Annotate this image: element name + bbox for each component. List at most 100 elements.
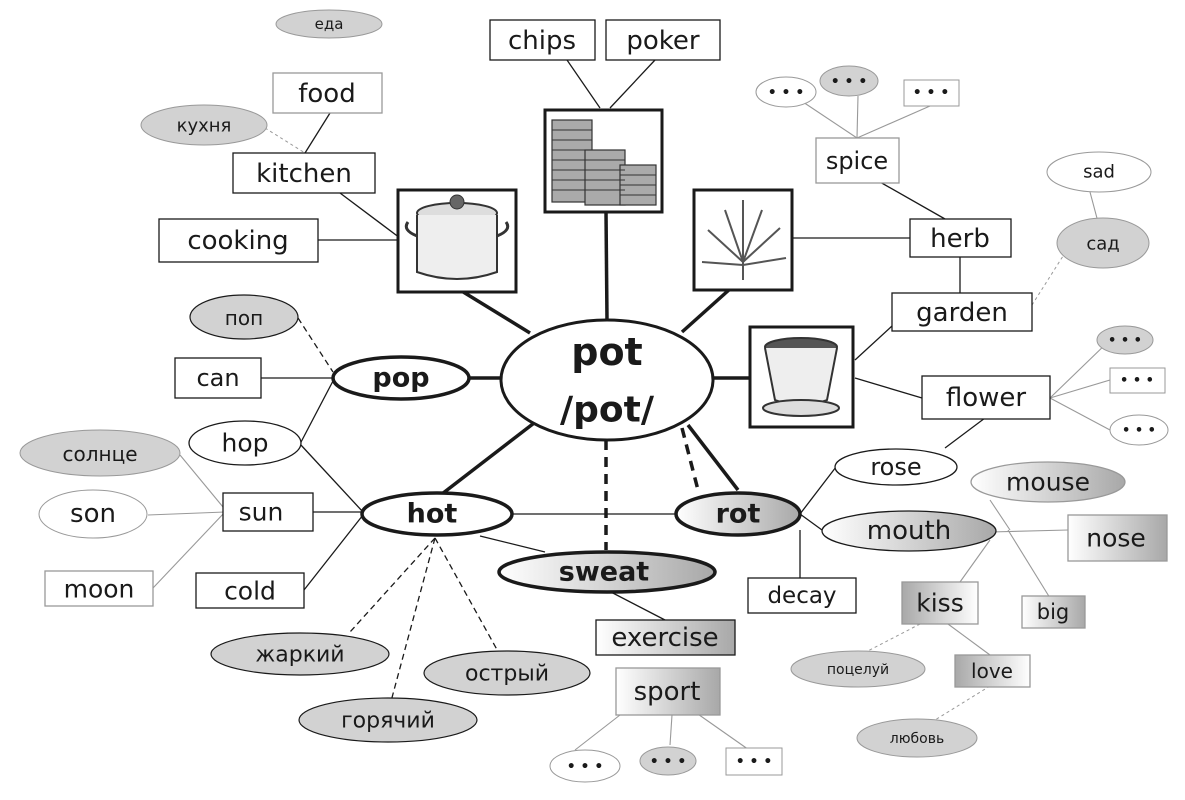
rot-branch: rot rose mouth decay mouse nose big kis bbox=[674, 448, 1168, 758]
translation-potseluy[interactable]: поцелуй bbox=[790, 650, 926, 688]
svg-text:кухня: кухня bbox=[177, 116, 232, 137]
center-word: pot bbox=[571, 330, 642, 374]
svg-text:son: son bbox=[70, 499, 116, 529]
word-box-sun[interactable]: sun bbox=[222, 492, 314, 532]
svg-text:mouth: mouth bbox=[867, 516, 951, 546]
svg-text:flower: flower bbox=[946, 383, 1027, 413]
translation-sad[interactable]: сад bbox=[1056, 217, 1150, 269]
translation-ostryy[interactable]: острый bbox=[423, 650, 591, 696]
node-pop[interactable]: pop bbox=[331, 355, 471, 401]
center-transcription: /pot/ bbox=[560, 390, 655, 431]
svg-text:mouse: mouse bbox=[1006, 468, 1090, 497]
node-rot[interactable]: rot bbox=[674, 491, 802, 537]
flower-pot-icon bbox=[748, 325, 855, 429]
word-box-exercise[interactable]: exercise bbox=[595, 619, 736, 656]
svg-text:pop: pop bbox=[372, 363, 429, 394]
svg-text:горячий: горячий bbox=[341, 709, 435, 734]
word-box-cooking[interactable]: cooking bbox=[158, 218, 319, 263]
spice-example-1[interactable]: • • • bbox=[755, 76, 817, 108]
svg-text:• • •: • • • bbox=[650, 754, 687, 770]
center-node[interactable]: pot /pot/ bbox=[499, 318, 715, 442]
svg-text:sweat: sweat bbox=[559, 557, 650, 588]
svg-text:love: love bbox=[971, 659, 1013, 683]
svg-text:big: big bbox=[1037, 600, 1070, 624]
svg-text:еда: еда bbox=[315, 15, 344, 33]
word-box-moon[interactable]: moon bbox=[44, 570, 154, 607]
svg-text:sad: sad bbox=[1083, 162, 1115, 183]
translation-lyubov[interactable]: любовь bbox=[856, 718, 978, 758]
flower-example-2[interactable]: • • • bbox=[1109, 367, 1166, 394]
word-mouse[interactable]: mouse bbox=[970, 461, 1126, 503]
sport-example-2[interactable]: • • • bbox=[639, 746, 697, 776]
coin-stacks-icon bbox=[543, 108, 664, 214]
word-box-kiss[interactable]: kiss bbox=[901, 581, 979, 625]
false-friend-sad[interactable]: sad bbox=[1046, 151, 1152, 193]
svg-text:cooking: cooking bbox=[187, 226, 288, 256]
svg-text:kiss: kiss bbox=[916, 589, 963, 618]
svg-text:exercise: exercise bbox=[611, 623, 718, 653]
svg-text:острый: острый bbox=[465, 662, 549, 687]
translation-pop[interactable]: поп bbox=[189, 294, 299, 340]
svg-text:cold: cold bbox=[224, 577, 276, 606]
svg-text:• • •: • • • bbox=[1108, 334, 1142, 349]
svg-text:sport: sport bbox=[634, 677, 701, 707]
word-rose[interactable]: rose bbox=[834, 448, 958, 486]
translation-eda[interactable]: еда bbox=[275, 9, 383, 39]
svg-text:• • •: • • • bbox=[736, 754, 773, 770]
word-box-big[interactable]: big bbox=[1021, 595, 1086, 629]
word-box-can[interactable]: can bbox=[174, 357, 262, 399]
svg-text:can: can bbox=[196, 364, 239, 392]
word-son[interactable]: son bbox=[38, 489, 148, 539]
word-box-sport[interactable]: sport bbox=[615, 667, 721, 716]
translation-kukhnya[interactable]: кухня bbox=[140, 104, 268, 146]
translation-goryachiy[interactable]: горячий bbox=[298, 697, 478, 743]
svg-text:garden: garden bbox=[916, 298, 1008, 328]
node-hot[interactable]: hot bbox=[360, 491, 514, 537]
svg-text:жаркий: жаркий bbox=[255, 643, 344, 668]
svg-text:chips: chips bbox=[508, 26, 576, 56]
word-box-poker[interactable]: poker bbox=[605, 19, 721, 61]
cannabis-leaf-icon bbox=[692, 188, 794, 292]
svg-text:moon: moon bbox=[64, 575, 135, 604]
word-box-food[interactable]: food bbox=[272, 72, 383, 114]
sweat-branch: sweat exercise sport • • • • • • • • • bbox=[497, 550, 783, 783]
word-box-kitchen[interactable]: kitchen bbox=[232, 152, 376, 194]
word-mouth[interactable]: mouth bbox=[821, 510, 997, 552]
word-box-chips[interactable]: chips bbox=[489, 19, 596, 61]
sport-example-1[interactable]: • • • bbox=[549, 749, 621, 783]
flower-branch: flower • • • • • • • • • bbox=[921, 325, 1169, 446]
node-sweat[interactable]: sweat bbox=[497, 550, 717, 594]
word-box-love[interactable]: love bbox=[954, 654, 1031, 688]
translation-zharkiy[interactable]: жаркий bbox=[210, 632, 390, 676]
svg-text:поцелуй: поцелуй bbox=[827, 662, 889, 678]
svg-text:• • •: • • • bbox=[1122, 424, 1156, 439]
money-branch: chips poker bbox=[489, 19, 721, 61]
word-hop[interactable]: hop bbox=[188, 420, 302, 466]
svg-text:• • •: • • • bbox=[768, 85, 805, 101]
word-box-cold[interactable]: cold bbox=[195, 572, 305, 609]
flower-example-1[interactable]: • • • bbox=[1096, 325, 1154, 355]
svg-text:rose: rose bbox=[870, 453, 921, 481]
word-box-decay[interactable]: decay bbox=[747, 577, 857, 614]
svg-text:decay: decay bbox=[767, 583, 836, 609]
translation-solntse[interactable]: солнце bbox=[19, 429, 181, 477]
word-box-herb[interactable]: herb bbox=[909, 218, 1012, 258]
spice-example-3[interactable]: • • • bbox=[903, 79, 960, 107]
svg-text:herb: herb bbox=[930, 224, 990, 254]
flower-example-3[interactable]: • • • bbox=[1109, 414, 1169, 446]
word-box-garden[interactable]: garden bbox=[891, 292, 1033, 332]
spice-example-2[interactable]: • • • bbox=[819, 65, 879, 97]
svg-text:poker: poker bbox=[626, 26, 700, 56]
herb-branch: herb spice garden • • • • • • • • • sad bbox=[755, 65, 1152, 332]
svg-text:сад: сад bbox=[1086, 234, 1119, 255]
hot-branch: hot sun cold солнце son moon жаркий гор bbox=[19, 429, 591, 743]
word-box-spice[interactable]: spice bbox=[815, 137, 900, 184]
svg-text:любовь: любовь bbox=[890, 731, 944, 747]
sport-example-3[interactable]: • • • bbox=[725, 747, 783, 776]
svg-text:• • •: • • • bbox=[567, 759, 604, 775]
word-box-flower[interactable]: flower bbox=[921, 375, 1051, 420]
svg-text:• • •: • • • bbox=[1120, 374, 1154, 389]
word-box-nose[interactable]: nose bbox=[1067, 514, 1168, 562]
svg-text:hop: hop bbox=[221, 429, 268, 458]
